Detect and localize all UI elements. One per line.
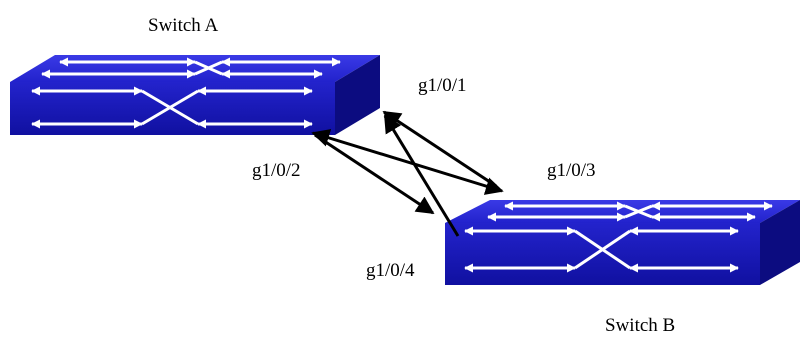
switch-b-top-arrows — [487, 201, 773, 222]
link-g1-0-1-to-g1-0-3 — [382, 110, 497, 188]
port-label-g1-0-3: g1/0/3 — [547, 160, 596, 181]
switch-a-top — [10, 55, 380, 82]
switch-a-label: Switch A — [148, 15, 218, 36]
switch-a — [10, 55, 380, 135]
port-label-g1-0-1: g1/0/1 — [418, 75, 467, 96]
port-label-g1-0-4: g1/0/4 — [366, 260, 415, 281]
links — [311, 110, 504, 237]
link-g1-0-2-to-switch-b — [314, 133, 435, 215]
switch-a-side — [335, 55, 380, 135]
link-g1-0-4-to-g1-0-1 — [383, 114, 460, 237]
switch-b-top — [445, 200, 800, 223]
port-label-g1-0-2: g1/0/2 — [252, 160, 301, 181]
switch-a-top-arrows — [41, 57, 341, 79]
switch-b — [445, 200, 800, 285]
link-g1-0-2-to-g1-0-3 — [311, 129, 504, 195]
switch-b-front-arrows — [464, 226, 739, 273]
switch-b-label: Switch B — [605, 315, 675, 336]
switch-b-side — [760, 200, 800, 285]
switch-a-front-arrows — [31, 86, 313, 129]
